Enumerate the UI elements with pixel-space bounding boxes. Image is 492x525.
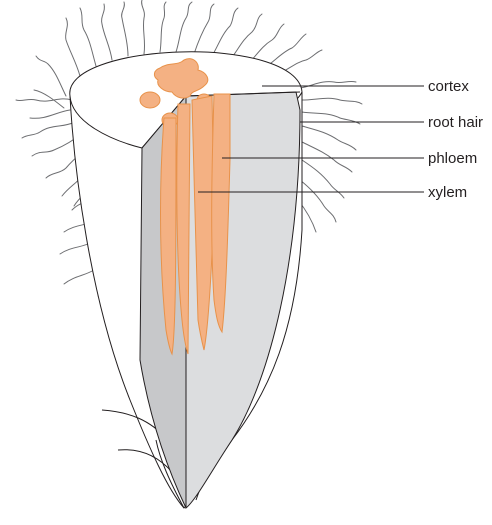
root-hairs-top bbox=[65, 0, 323, 77]
label-cortex: cortex bbox=[428, 78, 469, 95]
label-xylem: xylem bbox=[428, 184, 467, 201]
label-phloem: phloem bbox=[428, 150, 477, 167]
leader-lines bbox=[198, 85, 424, 193]
label-root-hair: root hair bbox=[428, 114, 483, 131]
root-hairs-right bbox=[297, 80, 363, 233]
vascular-strands bbox=[160, 93, 231, 356]
